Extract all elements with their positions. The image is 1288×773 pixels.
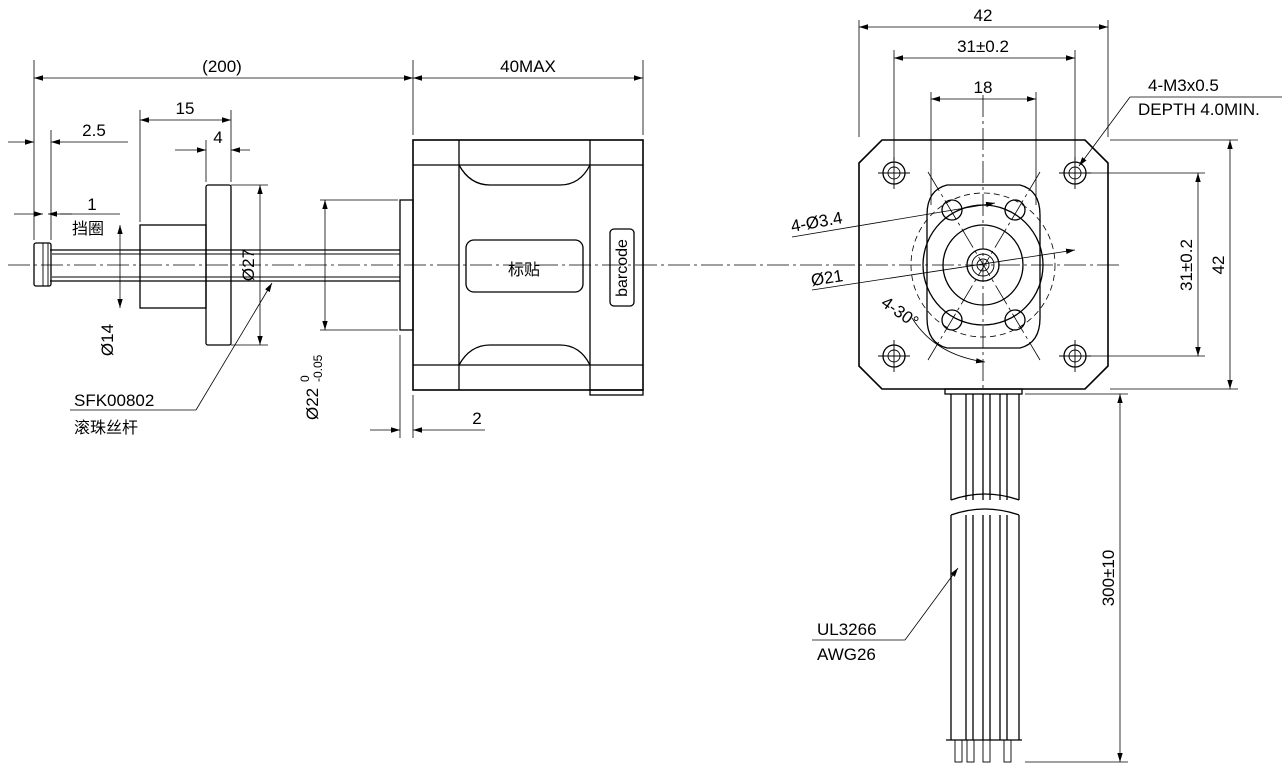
side-view: 标贴 barcode (200) 40MAX 2.5 15 4 1 挡圈 — [8, 57, 800, 438]
ball-screw-shaft — [50, 249, 400, 282]
dim-ring-1: 1 — [87, 195, 96, 214]
retaining-ring — [33, 242, 52, 287]
dim-lead-length: 300±10 — [1099, 550, 1118, 607]
nut-body — [139, 224, 207, 309]
sticker-label: 标贴 — [508, 260, 540, 279]
lead-wires: UL3266 AWG26 300±10 — [812, 393, 1128, 763]
dim-width-42: 42 — [974, 6, 993, 25]
barcode-label: barcode — [614, 239, 631, 297]
dim-hole-spacing-h: 31±0.2 — [957, 37, 1009, 56]
flange-holes — [941, 199, 1026, 331]
wire-gauge: AWG26 — [817, 645, 876, 664]
dim-18: 18 — [974, 78, 993, 97]
dim-dia-14: Ø14 — [98, 324, 117, 356]
dim-pilot-dia: Ø22 0 -0.05 — [298, 354, 325, 420]
screw-part-no: SFK00802 — [74, 391, 154, 410]
screw-desc: 滚珠丝杆 — [74, 418, 138, 437]
dim-pilot-tol-upper: 0 — [298, 375, 312, 382]
dim-hole-spacing-v: 31±0.2 — [1177, 239, 1196, 291]
dim-holes-3-4: 4-Ø3.4 — [789, 208, 843, 236]
motor-body-side — [412, 139, 644, 396]
front-view: 42 31±0.2 18 4-M3x0.5 DEPTH 4.0MIN. 31±0… — [789, 6, 1282, 395]
dim-pilot-2: 2 — [472, 409, 481, 428]
cable-spec: UL3266 — [817, 620, 877, 639]
barcode-box — [609, 228, 635, 307]
sticker-box — [465, 239, 584, 293]
svg-text:Ø22: Ø22 — [303, 388, 322, 420]
ring-label: 挡圈 — [72, 219, 104, 238]
dim-boss-21: Ø21 — [810, 266, 845, 290]
mounting-holes — [878, 157, 1091, 372]
thread-spec: 4-M3x0.5 — [1148, 76, 1219, 95]
dim-dia-27: Ø27 — [239, 249, 258, 281]
thread-depth: DEPTH 4.0MIN. — [1138, 100, 1260, 119]
dim-motor-length: 40MAX — [500, 57, 556, 76]
dim-overall-length: (200) — [202, 57, 242, 76]
dim-flange-4: 4 — [213, 128, 222, 147]
dim-angle-30: 4-30° — [878, 293, 922, 332]
dim-height-42: 42 — [1209, 256, 1228, 275]
dim-pilot-tol-lower: -0.05 — [311, 354, 325, 382]
nut-flange — [205, 184, 232, 346]
nut-flange-front — [926, 184, 1041, 349]
dim-end-2-5: 2.5 — [82, 121, 106, 140]
dim-nut-15: 15 — [176, 99, 195, 118]
